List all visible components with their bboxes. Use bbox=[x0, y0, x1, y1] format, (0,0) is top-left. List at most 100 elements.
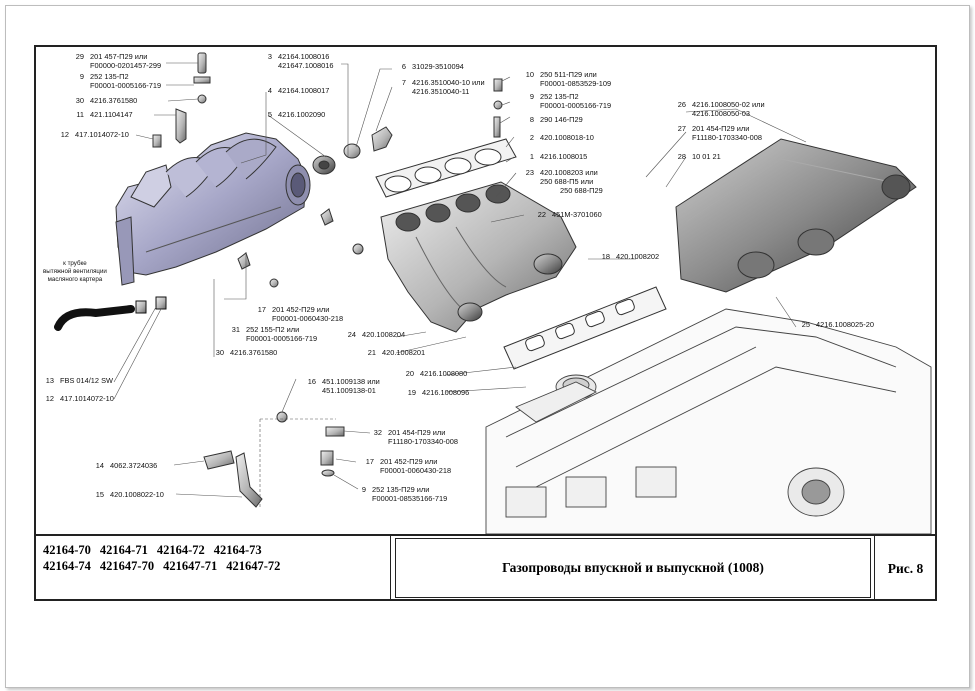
part-code-alt: 250 688-П5 или bbox=[540, 177, 594, 186]
part-number: 5 bbox=[267, 110, 272, 119]
part-label: 20 4216.1008080 bbox=[400, 369, 468, 378]
part-code: 201 452-П29 или bbox=[272, 305, 330, 314]
part-code: 420.1008201 bbox=[382, 348, 426, 357]
part-code: 10 01 21 bbox=[692, 152, 721, 161]
part-code: 420.1008022-10 bbox=[110, 490, 164, 499]
part-code-alt: 4216.3510040-11 bbox=[412, 87, 470, 96]
part-code: 4216.3761580 bbox=[230, 348, 278, 357]
part-number: 2 bbox=[529, 133, 534, 142]
part-code: 4216.1008096 bbox=[422, 388, 470, 397]
part-number: 29 bbox=[75, 52, 84, 61]
part-code-alt: F00000-0201457-299 bbox=[90, 61, 162, 70]
part-code: 42164.1008016 bbox=[278, 52, 330, 61]
part-code: 201 452-П29 или bbox=[380, 457, 438, 466]
part-number: 7 bbox=[401, 78, 406, 87]
part-code: 252 155-П2 или bbox=[246, 325, 300, 334]
part-code: 250 688-П29 bbox=[560, 186, 603, 195]
part-number: 27 bbox=[677, 124, 686, 133]
part-code: 4216.1008080 bbox=[420, 369, 468, 378]
part-number: 9 bbox=[361, 485, 366, 494]
intake-gasket bbox=[375, 138, 517, 198]
part-code: 252 135-П2 bbox=[540, 92, 579, 101]
part-label: 13 FBS 014/12 SW bbox=[40, 376, 113, 385]
part-code: 252 135-П29 или bbox=[372, 485, 430, 494]
part-number: 19 bbox=[407, 388, 416, 397]
heat-shield bbox=[675, 138, 917, 293]
part-number: 17 bbox=[257, 305, 266, 314]
part-code: 420.1008202 bbox=[616, 252, 660, 261]
part-code: 420.1008204 bbox=[362, 330, 406, 339]
exhaust-manifold bbox=[380, 181, 577, 333]
part-code-alt: F00001-0005166-719 bbox=[90, 81, 162, 90]
part-number: 10 bbox=[525, 70, 534, 79]
part-code: 42164.1008017 bbox=[278, 86, 330, 95]
part-code-alt: F00001-0060430-218 bbox=[380, 466, 452, 475]
part-code: 31029-3510094 bbox=[412, 62, 464, 71]
exploded-view-drawing bbox=[54, 52, 932, 534]
part-code-alt: F00001-0060430-218 bbox=[272, 314, 344, 323]
part-number: 11 bbox=[76, 110, 84, 119]
part-code: 421.1104147 bbox=[90, 110, 133, 119]
part-code: 201 454-П29 или bbox=[388, 428, 446, 437]
lower-fasteners bbox=[276, 411, 345, 477]
part-number: 18 bbox=[601, 252, 610, 261]
part-number: 32 bbox=[373, 428, 382, 437]
part-code-alt: 421647.1008016 bbox=[278, 61, 334, 70]
part-code-alt: F00001-0005166-719 bbox=[540, 101, 612, 110]
part-code: 201 457-П29 или bbox=[90, 52, 148, 61]
part-code-alt: F11180-1703340-008 bbox=[692, 133, 762, 142]
part-code: 4216.3761580 bbox=[90, 96, 138, 105]
part-code-alt: F00001-0853529-109 bbox=[540, 79, 612, 88]
part-code: 451М-3701060 bbox=[552, 210, 602, 219]
part-code: FBS 014/12 SW bbox=[60, 376, 113, 385]
part-number: 25 bbox=[801, 320, 810, 329]
part-number: 31 bbox=[231, 325, 240, 334]
part-number: 20 bbox=[405, 369, 414, 378]
part-label: 11 421.1104147 bbox=[70, 110, 133, 119]
part-code-alt: 451.1009138-01 bbox=[322, 386, 376, 395]
part-label: 19 4216.1008096 bbox=[402, 388, 470, 397]
heat-shield-tabs bbox=[237, 208, 364, 288]
part-code-alt: 4216.1008050-03 bbox=[692, 109, 750, 118]
leader-lines bbox=[113, 62, 807, 507]
part-code: 4216.1008015 bbox=[540, 152, 588, 161]
part-number: 30 bbox=[75, 96, 84, 105]
part-number: 12 bbox=[45, 394, 54, 403]
engine-block bbox=[485, 308, 932, 534]
part-number: 6 bbox=[401, 62, 406, 71]
part-number: 26 bbox=[677, 100, 686, 109]
part-number: 17 bbox=[365, 457, 374, 466]
part-label: 18 420.1008202 bbox=[596, 252, 659, 261]
part-number: 30 bbox=[215, 348, 224, 357]
part-code: 451.1009138 или bbox=[322, 377, 380, 386]
figure-caption: Газопроводы впускной и выпускной (1008) bbox=[395, 538, 871, 598]
part-number: 16 bbox=[307, 377, 316, 386]
part-number: 13 bbox=[45, 376, 54, 385]
part-code: 4062.3724036 bbox=[110, 461, 158, 470]
exhaust-gasket bbox=[503, 286, 667, 370]
part-code-alt: F00001-0005166-719 bbox=[246, 334, 318, 343]
part-code: 420.1008203 или bbox=[540, 168, 598, 177]
